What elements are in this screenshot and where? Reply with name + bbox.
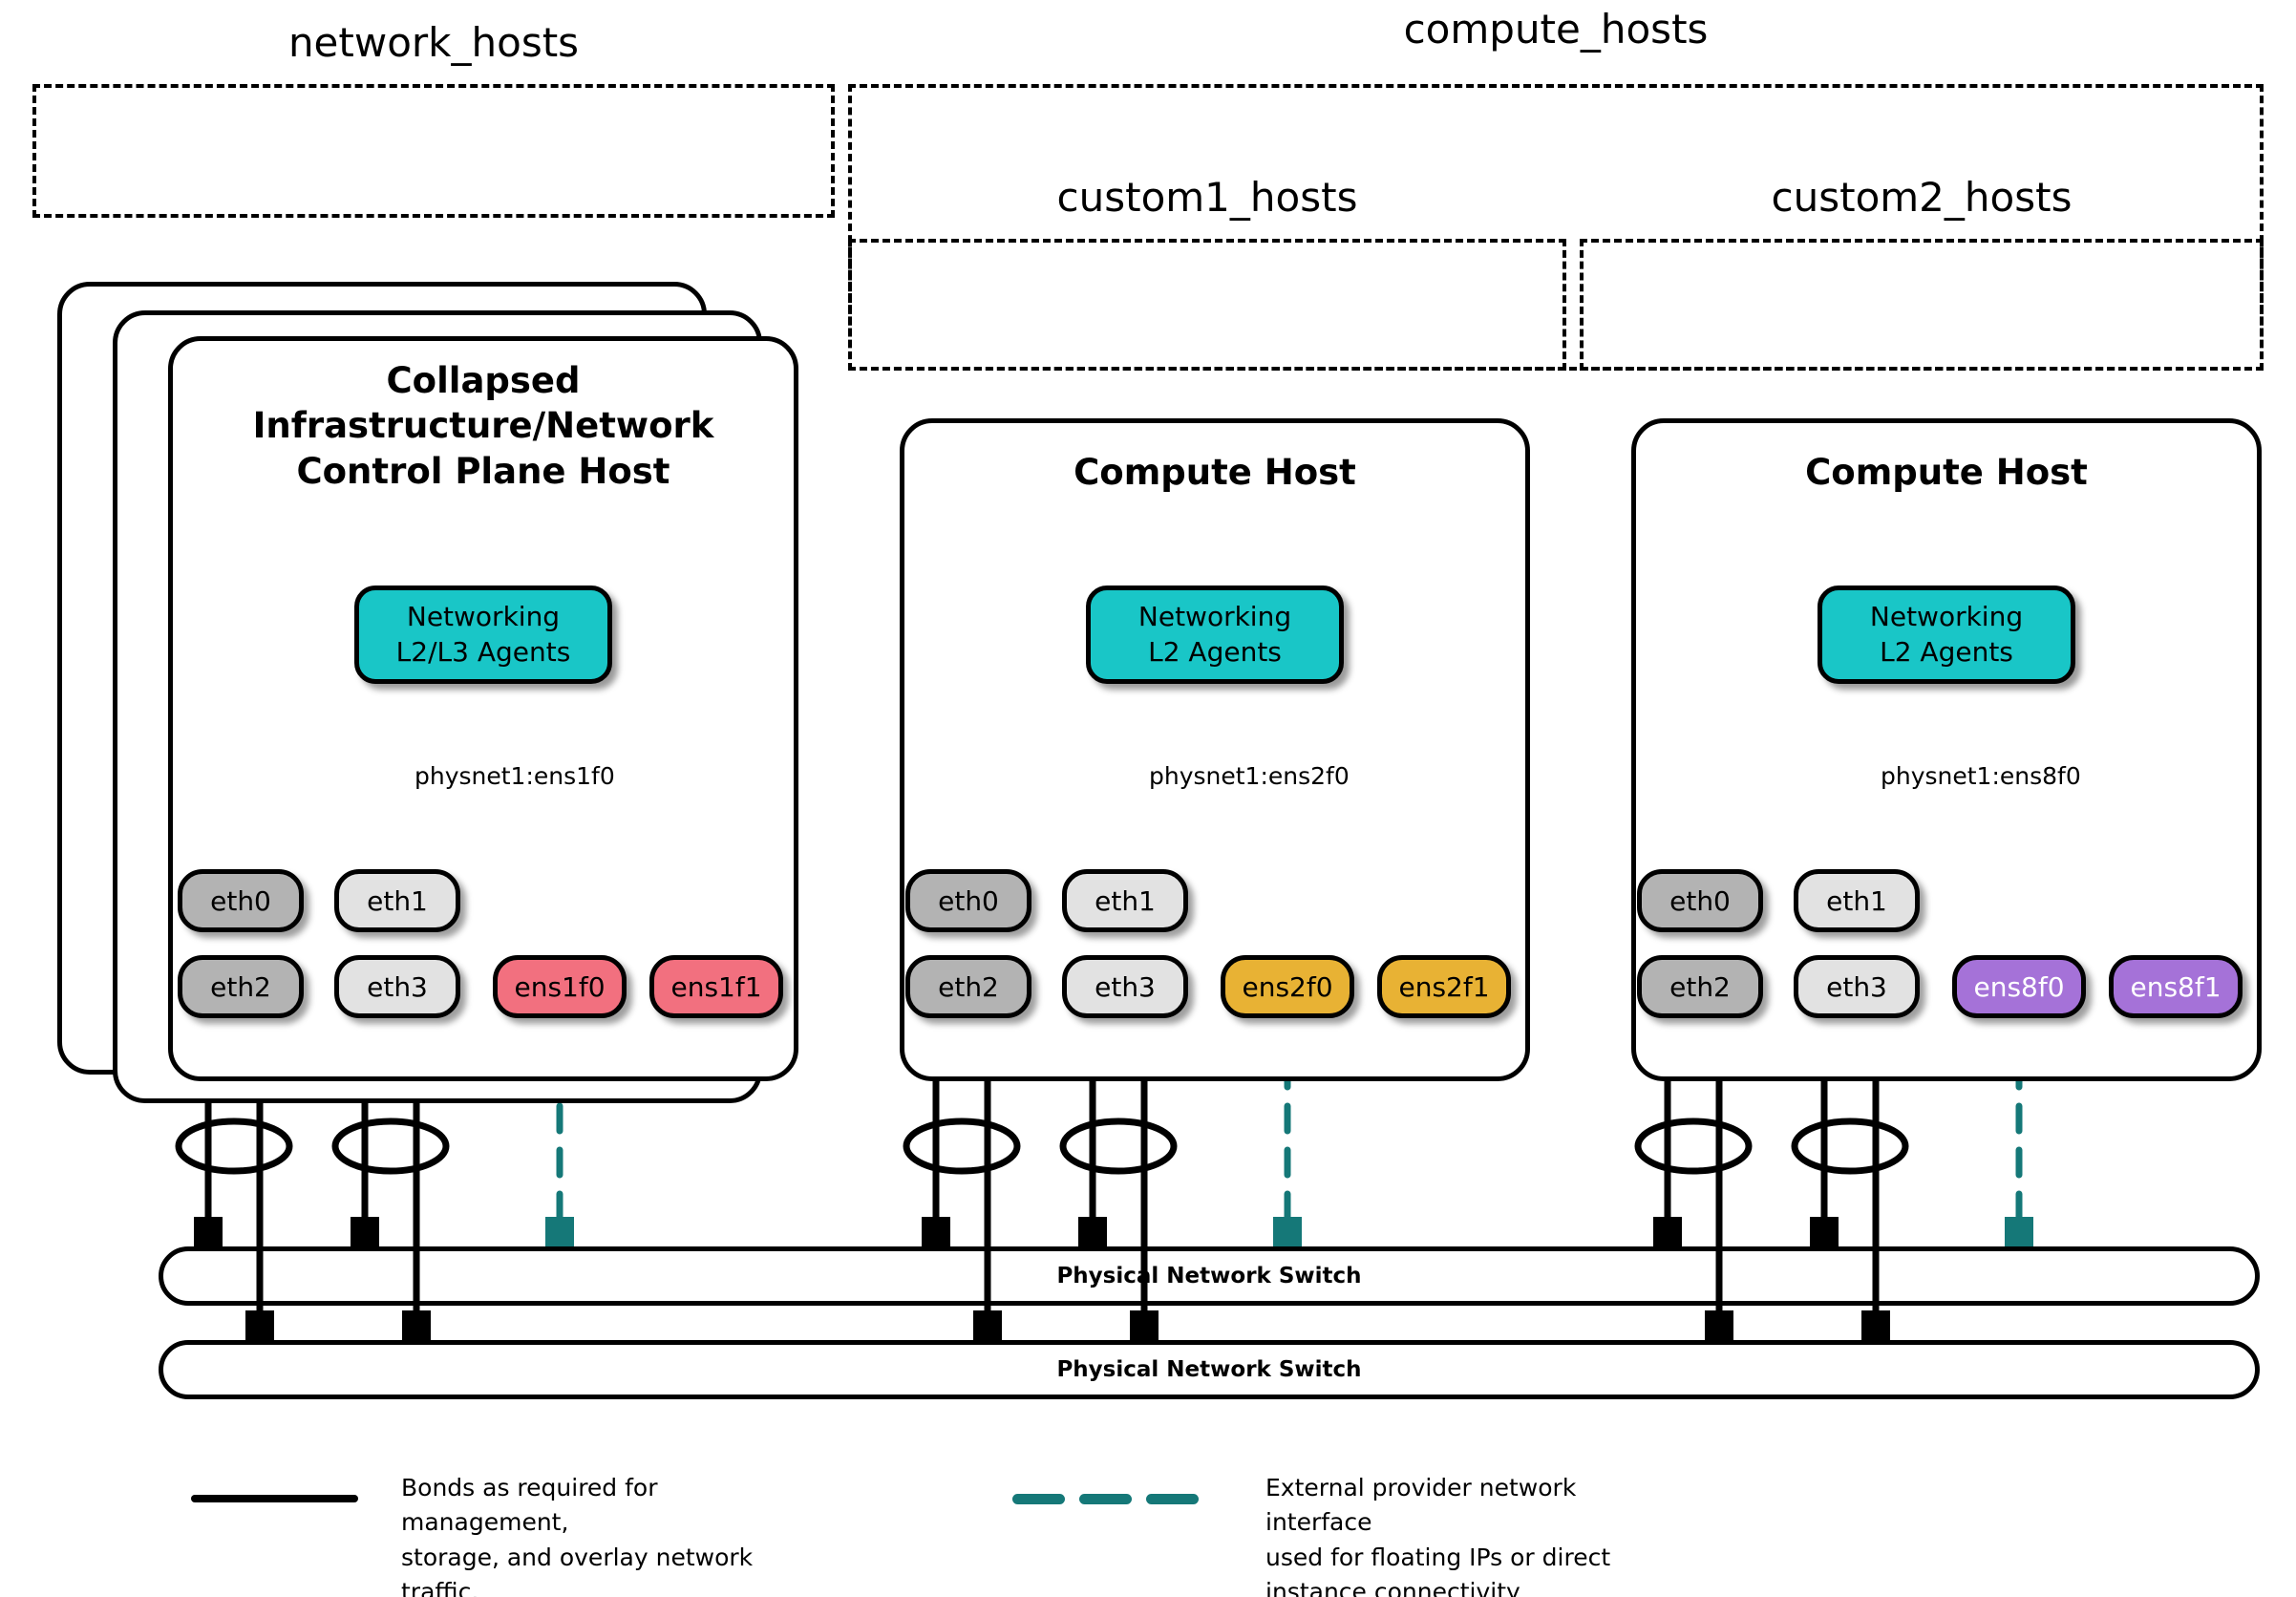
switch-port <box>1130 1310 1159 1343</box>
physical-network-switch-lower: Physical Network Switch <box>159 1340 2260 1399</box>
bond-ellipse <box>1791 1118 1909 1175</box>
nic-label: eth0 <box>938 884 999 917</box>
group-box-custom1-hosts <box>848 239 1566 371</box>
legend-entry-bonds: Bonds as required for management, storag… <box>191 1471 802 1597</box>
group-box-custom2-hosts <box>1580 239 2264 371</box>
nic-label: ens1f1 <box>670 970 762 1003</box>
nic-pill-eth1: eth1 <box>334 869 460 932</box>
nic-pill-eth2: eth2 <box>178 955 304 1018</box>
group-box-network-hosts <box>32 84 835 218</box>
nic-label: eth3 <box>1095 970 1156 1003</box>
nic-pill-eth3: eth3 <box>334 955 460 1018</box>
switch-port <box>545 1217 574 1249</box>
switch-port <box>1705 1310 1733 1343</box>
nic-pill-ens1f0: ens1f0 <box>493 955 627 1018</box>
nic-pill-eth2: eth2 <box>1637 955 1763 1018</box>
nic-pill-eth2: eth2 <box>905 955 1031 1018</box>
nic-pill-eth3: eth3 <box>1794 955 1920 1018</box>
agent-box-networking-l2l3: Networking L2/L3 Agents <box>354 586 612 684</box>
legend-dash-swatch <box>1079 1494 1132 1504</box>
switch-port <box>351 1217 379 1249</box>
nic-label: ens2f0 <box>1242 970 1333 1003</box>
nic-label: eth2 <box>210 970 271 1003</box>
nic-label: eth3 <box>367 970 428 1003</box>
nic-label: eth1 <box>1095 884 1156 917</box>
switch-port <box>1273 1217 1302 1249</box>
bond-ellipse <box>903 1118 1021 1175</box>
switch-port <box>1653 1217 1682 1249</box>
nic-label: eth0 <box>210 884 271 917</box>
switch-port <box>1810 1217 1839 1249</box>
nic-label: ens8f0 <box>1973 970 2065 1003</box>
legend-dash-swatch <box>1146 1494 1199 1504</box>
switch-port <box>922 1217 950 1249</box>
bond-ellipse <box>1059 1118 1178 1175</box>
nic-label: eth2 <box>1669 970 1731 1003</box>
nic-pill-eth3: eth3 <box>1062 955 1188 1018</box>
legend-dash-swatch <box>1012 1494 1065 1504</box>
switch-label: Physical Network Switch <box>1056 1264 1362 1288</box>
switch-port <box>1861 1310 1890 1343</box>
switch-label: Physical Network Switch <box>1056 1357 1362 1382</box>
nic-label: ens2f1 <box>1398 970 1490 1003</box>
switch-port <box>402 1310 431 1343</box>
switch-port <box>973 1310 1002 1343</box>
agent-box-networking-l2-host2: Networking L2 Agents <box>1086 586 1344 684</box>
nic-pill-eth0: eth0 <box>1637 869 1763 932</box>
group-title-network-hosts: network_hosts <box>287 19 580 66</box>
nic-label: ens8f1 <box>2130 970 2222 1003</box>
nic-pill-ens8f0: ens8f0 <box>1952 955 2086 1018</box>
nic-pill-ens2f0: ens2f0 <box>1221 955 1354 1018</box>
nic-pill-eth1: eth1 <box>1794 869 1920 932</box>
nic-pill-ens8f1: ens8f1 <box>2109 955 2243 1018</box>
physnet-label-host1: physnet1:ens1f0 <box>415 762 615 790</box>
nic-pill-eth1: eth1 <box>1062 869 1188 932</box>
group-title-compute-hosts: compute_hosts <box>1403 6 1709 53</box>
agent-box-networking-l2-host3: Networking L2 Agents <box>1818 586 2075 684</box>
switch-port <box>245 1310 274 1343</box>
bond-ellipse <box>1634 1118 1753 1175</box>
bond-ellipse <box>331 1118 450 1175</box>
nic-label: ens1f0 <box>514 970 606 1003</box>
host-title: Compute Host <box>1074 452 1356 493</box>
host-title: Compute Host <box>1805 452 2088 493</box>
legend-label: Bonds as required for management, storag… <box>401 1474 754 1597</box>
switch-port <box>1078 1217 1107 1249</box>
physnet-label-host2: physnet1:ens2f0 <box>1149 762 1350 790</box>
nic-pill-ens2f1: ens2f1 <box>1377 955 1511 1018</box>
bond-ellipse <box>175 1118 293 1175</box>
nic-label: eth1 <box>367 884 428 917</box>
switch-port <box>194 1217 223 1249</box>
nic-pill-eth0: eth0 <box>178 869 304 932</box>
physical-network-switch-upper: Physical Network Switch <box>159 1246 2260 1306</box>
nic-pill-ens1f1: ens1f1 <box>649 955 783 1018</box>
nic-label: eth0 <box>1669 884 1731 917</box>
legend-entry-external-provider: External provider network interface used… <box>1012 1471 1681 1597</box>
switch-port <box>2005 1217 2033 1249</box>
legend-solid-swatch <box>191 1495 358 1502</box>
nic-pill-eth0: eth0 <box>905 869 1031 932</box>
group-title-custom2-hosts: custom2_hosts <box>1771 174 2073 221</box>
physnet-label-host3: physnet1:ens8f0 <box>1881 762 2081 790</box>
legend-label: External provider network interface used… <box>1265 1474 1611 1597</box>
host-title: Collapsed Infrastructure/Network Control… <box>252 360 714 492</box>
nic-label: eth1 <box>1826 884 1887 917</box>
nic-label: eth3 <box>1826 970 1887 1003</box>
nic-label: eth2 <box>938 970 999 1003</box>
group-title-custom1-hosts: custom1_hosts <box>1056 174 1358 221</box>
